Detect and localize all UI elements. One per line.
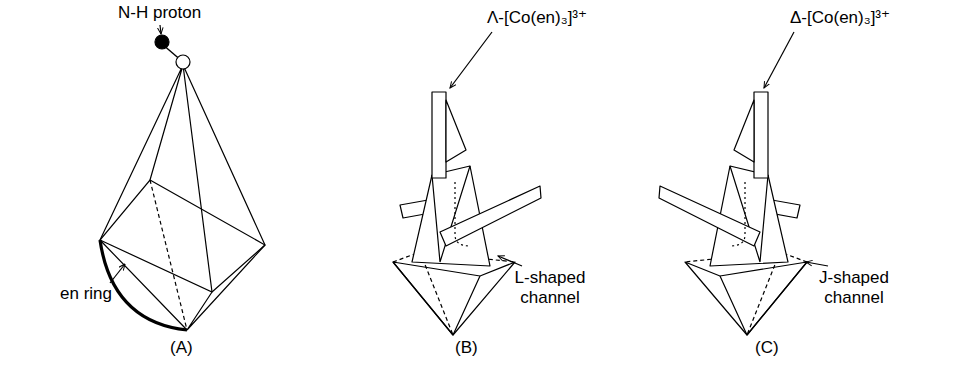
leader-arrow xyxy=(450,32,492,88)
hidden-edge xyxy=(150,180,187,330)
octahedron-equator xyxy=(100,180,265,292)
delta-complex-figure xyxy=(659,92,807,335)
callout-label: L-shaped channel xyxy=(508,268,592,308)
octahedron-edge xyxy=(100,240,265,330)
callout-label: en ring xyxy=(60,284,112,304)
hidden-edge xyxy=(420,252,453,335)
proton-dot xyxy=(155,35,169,49)
octahedron-edge xyxy=(100,65,265,292)
slab xyxy=(440,186,541,246)
channel-path xyxy=(455,182,470,246)
octahedron xyxy=(100,35,265,330)
upright-slab xyxy=(432,92,446,178)
callout-label: N-H proton xyxy=(118,3,201,23)
leader-arrows xyxy=(110,25,828,283)
octahedron-face xyxy=(393,262,515,335)
leader-arrow xyxy=(160,25,161,34)
panel-label: (A) xyxy=(170,338,193,358)
lambda-complex-figure xyxy=(393,92,541,335)
callout-label: J-shaped channel xyxy=(812,268,896,308)
nitrogen-circle xyxy=(176,55,190,69)
face-edge xyxy=(432,166,470,262)
panel-label: (C) xyxy=(755,338,779,358)
upright-wedge xyxy=(446,100,466,162)
en-ring-arc xyxy=(100,240,187,330)
leader-arrow xyxy=(110,264,125,283)
leader-arrow xyxy=(806,262,828,266)
panel-label: (B) xyxy=(455,338,478,358)
leader-arrow xyxy=(498,256,522,266)
complex-label: Δ-[Co(en)₃]³⁺ xyxy=(790,8,890,28)
complex-label: Λ-[Co(en)₃]³⁺ xyxy=(487,8,587,28)
leader-arrow xyxy=(764,32,794,88)
octahedron-edge xyxy=(393,262,480,335)
